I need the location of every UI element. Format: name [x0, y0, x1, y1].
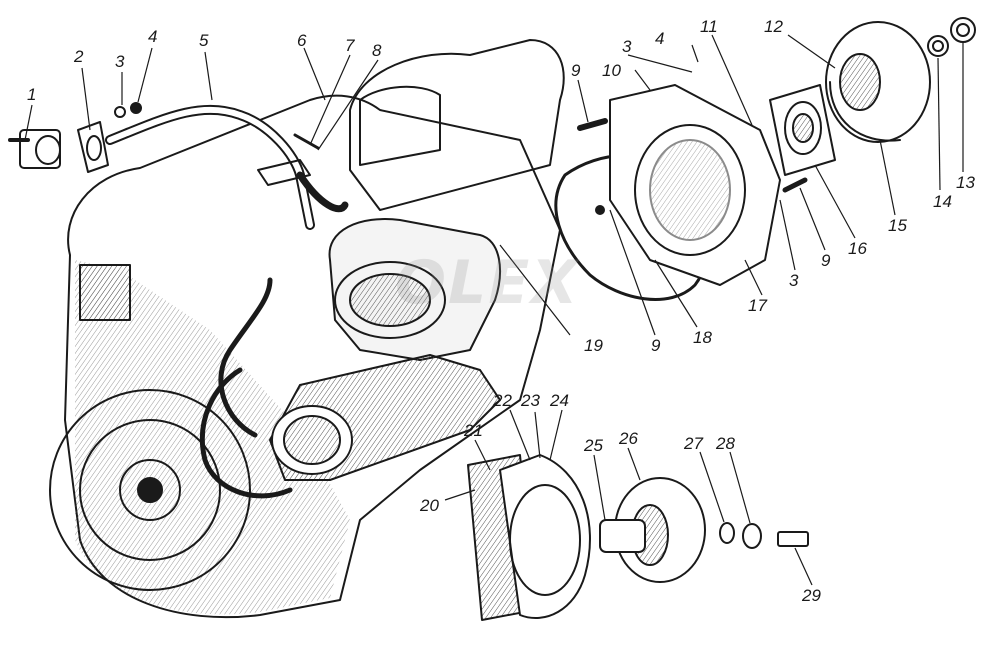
hose	[218, 277, 273, 438]
fan-pulley	[49, 389, 251, 591]
callout-3b: 3	[622, 37, 632, 56]
washer-28	[742, 523, 762, 549]
cylinder-head-rear	[349, 39, 565, 211]
callout-5: 5	[199, 31, 209, 50]
nut-13	[950, 17, 976, 43]
callout-4b: 4	[655, 29, 665, 48]
washer-14	[927, 35, 949, 57]
callout-14: 14	[933, 192, 952, 211]
callout-23: 23	[521, 391, 540, 410]
callout-9c: 9	[821, 251, 831, 270]
callout-9: 9	[571, 61, 581, 80]
washers-3-4	[114, 102, 142, 118]
callout-10: 10	[602, 61, 621, 80]
callout-3c: 3	[789, 271, 799, 290]
callout-2: 2	[74, 47, 84, 66]
pulley-26	[599, 477, 706, 583]
callout-7: 7	[345, 36, 355, 55]
callout-8: 8	[372, 41, 382, 60]
callout-29: 29	[802, 586, 821, 605]
pulley-15	[825, 21, 931, 143]
callout-24: 24	[550, 391, 569, 410]
bracket	[257, 159, 311, 186]
callout-19: 19	[584, 336, 603, 355]
callout-15: 15	[888, 216, 907, 235]
housing-21	[499, 454, 591, 620]
callout-25: 25	[584, 436, 603, 455]
callout-13: 13	[956, 173, 975, 192]
callout-9b: 9	[651, 336, 661, 355]
flange-16	[769, 84, 836, 176]
callout-6: 6	[297, 31, 307, 50]
watermark: OLEX	[395, 248, 580, 318]
gasket-2	[77, 121, 109, 173]
callout-11: 11	[700, 17, 718, 36]
callout-4: 4	[148, 27, 158, 46]
callout-28: 28	[716, 434, 735, 453]
callout-18: 18	[693, 328, 712, 347]
callout-20: 20	[420, 496, 439, 515]
callout-17: 17	[748, 296, 767, 315]
callout-21: 21	[464, 421, 483, 440]
callout-27: 27	[684, 434, 703, 453]
flange-1	[8, 129, 61, 169]
shroud-fill	[75, 260, 350, 615]
callout-12: 12	[764, 17, 783, 36]
callout-22: 22	[493, 391, 512, 410]
engine-shroud	[64, 94, 561, 619]
callout-3: 3	[115, 52, 125, 71]
louver	[79, 264, 131, 321]
callout-26: 26	[619, 429, 638, 448]
washer-27	[719, 522, 735, 544]
bolt-29	[777, 531, 809, 547]
callout-16: 16	[848, 239, 867, 258]
callout-1: 1	[27, 85, 37, 104]
